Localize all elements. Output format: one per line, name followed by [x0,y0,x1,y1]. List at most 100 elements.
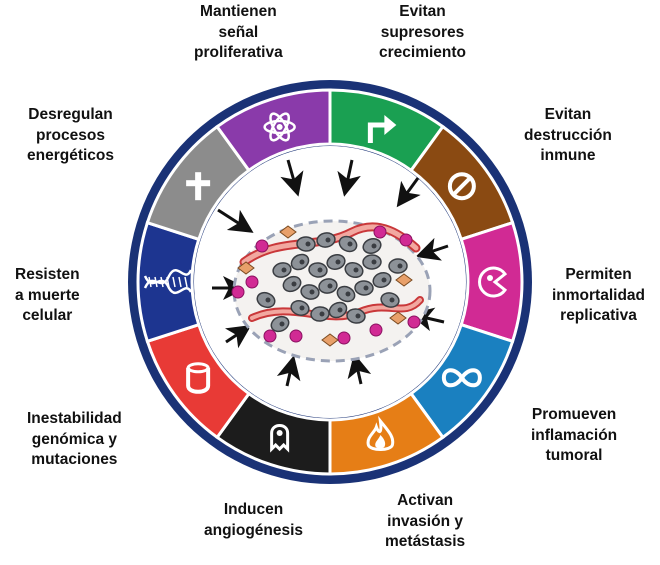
label-inflammation: Promueven inflamación tumoral [531,405,617,467]
label-cell-death: Resisten a muerte celular [15,265,80,327]
label-line: Evitan [399,3,446,20]
label-line: angiogénesis [204,521,304,539]
cell-nucleus [327,283,333,289]
cell-nucleus [305,241,311,247]
cell-nucleus [335,259,341,265]
label-immune: Evitan destrucción inmune [524,105,612,167]
label-line: celular [22,307,73,325]
arrow-energetics [217,208,254,233]
label-line: inflamación [531,426,618,444]
cross-icon [186,172,211,201]
immune-cell [369,323,383,337]
cell-nucleus [381,277,387,283]
cell-nucleus [389,297,395,303]
cell-nucleus [371,243,377,249]
label-line: inmune [540,147,596,165]
label-angiogenesis: Inducen angiogénesis [204,500,303,541]
icons-layer [143,112,508,453]
ghost-cell-icon [270,424,290,453]
label-line: mutaciones [31,451,118,469]
bent-arrow-icon [367,114,397,143]
label-line: energéticos [27,147,115,165]
label-line: replicativa [560,307,637,325]
fibroblast [395,273,413,287]
label-line: procesos [36,126,105,144]
label-line: Promueven [531,406,617,423]
tumor-illustration [231,219,432,363]
immune-cell [337,331,351,345]
label-line: Permiten [565,266,632,283]
arrow-immune [396,177,421,208]
arrow-genomic [224,325,252,349]
cell-nucleus [299,305,305,311]
label-immortality: Permiten inmortalidad replicativa [552,265,645,327]
immune-cell [399,233,413,247]
cell-nucleus [325,237,331,243]
label-line: inmortalidad [552,286,646,304]
label-line: metástasis [385,533,466,551]
infinity-icon [441,368,482,388]
label-line: crecimiento [379,44,467,62]
pacman-cell-icon [478,266,508,298]
label-line: invasión y [387,512,463,530]
immune-cell [263,329,277,343]
flame-icon [366,415,395,452]
fibroblast [279,225,297,239]
immune-cell [231,285,245,299]
label-line: a muerte [15,286,80,304]
arrows-layer [212,159,449,387]
cell-nucleus [319,311,325,317]
atom-icon [263,112,296,142]
label-line: tumoral [545,447,603,465]
cell-nucleus [291,281,297,287]
blood-vessel [241,224,419,265]
cell-nucleus [347,241,353,247]
cell-nucleus [279,321,285,327]
arrow-angiogenesis [276,355,301,387]
dna-helix-icon [143,269,193,295]
cell-nucleus [397,263,403,269]
cell-nucleus [371,259,377,265]
immune-cell [289,329,303,343]
label-energetics: Desregulan procesos energéticos [27,105,114,167]
label-line: Desregulan [28,106,113,123]
immune-cell [255,239,269,253]
label-genomic: Inestabilidad genómica y mutaciones [27,409,122,471]
label-line: Evitan [544,106,592,123]
label-line: genómica y [31,430,118,448]
cell-nucleus [309,289,315,295]
cell-nucleus [265,297,271,303]
label-line: supresores [380,23,465,41]
immune-cell [373,225,387,239]
fibroblast [321,333,339,347]
label-line: destrucción [524,126,612,144]
cell-nucleus [363,285,369,291]
cell-nucleus [345,291,351,297]
immune-cell [407,315,421,329]
label-line: Activan [397,492,454,509]
immune-cell [245,275,259,289]
cell-nucleus [317,267,323,273]
prohibition-icon [447,172,476,201]
cell-nucleus [299,259,305,265]
cell-nucleus [353,267,359,273]
fibroblast [237,261,255,275]
arrow-immortality [415,237,449,261]
label-line: Inducen [223,501,284,518]
label-line: Resisten [15,266,80,283]
tumor-cells [231,225,421,347]
cell-nucleus [355,313,361,319]
label-invasion: Activan invasión y metástasis [385,491,465,553]
label-suppressors: Evitan supresores crecimiento [379,2,466,64]
cell-nucleus [337,307,343,313]
label-line: Inestabilidad [27,410,122,427]
arrow-suppressors [337,159,361,197]
label-line: Mantienen [200,3,277,20]
vessel-icon [186,362,211,394]
label-line: señal [218,23,259,41]
arrow-proliferative [280,159,304,197]
segment-immune [459,220,524,344]
fibroblast [389,311,407,325]
